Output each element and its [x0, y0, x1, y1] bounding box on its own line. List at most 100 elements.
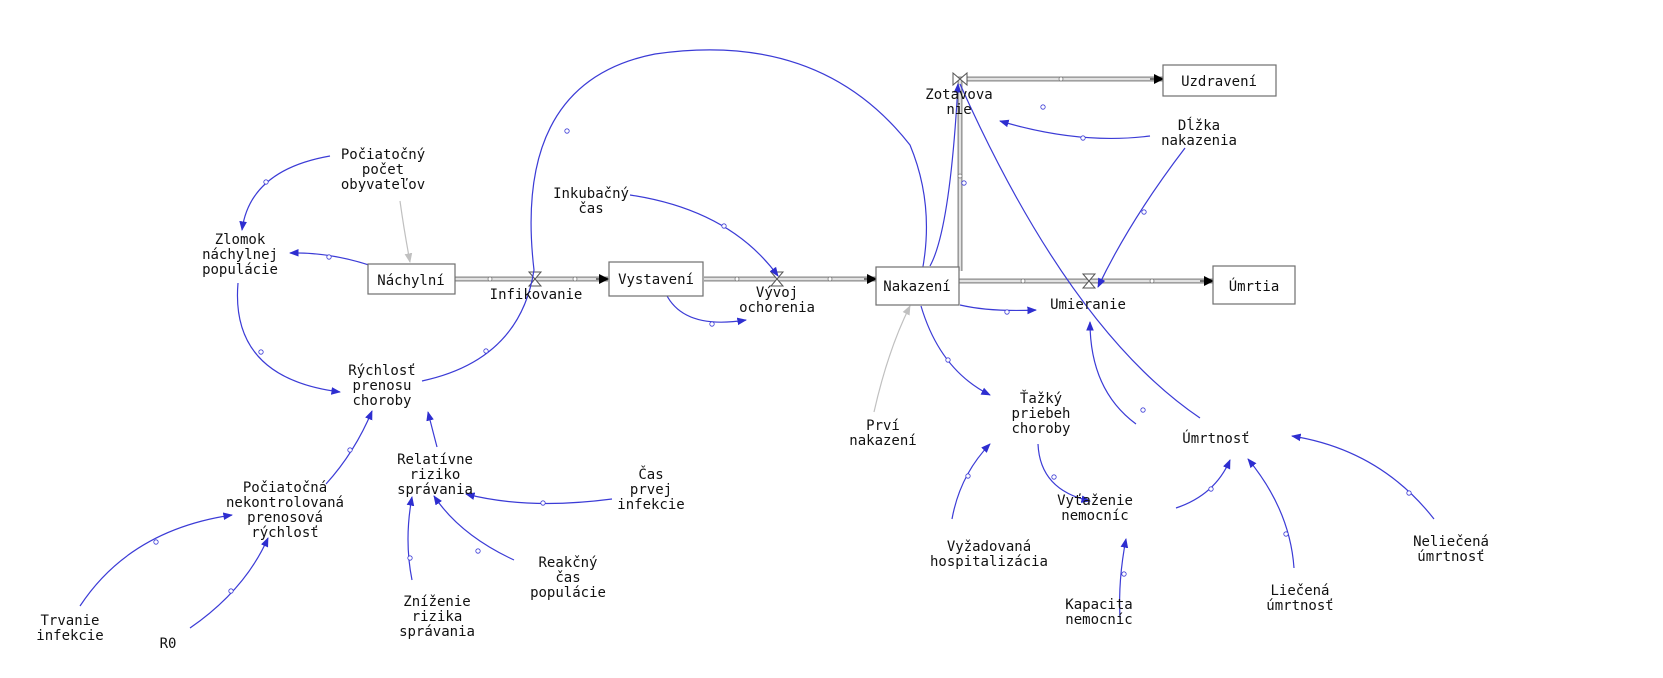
variable-reakcny-line-0: Reakčný	[538, 555, 597, 571]
variable-zlomok-line-0: Zlomok	[215, 232, 266, 248]
variable-umrtnost-line-0: Úmrtnosť	[1182, 429, 1249, 447]
stock-nachylni-box[interactable]	[367, 263, 456, 295]
variable-vyzadovana-line-1: hospitalizácia	[930, 554, 1048, 570]
stock-nakazeni-label[interactable]: Nakazení	[883, 279, 950, 295]
stock-vystaveni-label[interactable]: Vystavení	[618, 272, 694, 288]
variable-tazky-line-2: choroby	[1011, 421, 1070, 437]
variable-tazky-line-0: Ťažký	[1020, 389, 1062, 407]
variable-rychlost-line-2: choroby	[352, 393, 411, 409]
variable-tazky-line-1: priebeh	[1011, 406, 1070, 422]
variable-pocatocny-pocet-line-2: obyvateľov	[341, 177, 425, 193]
flow-vyvoj-line-1: ochorenia	[739, 300, 815, 316]
stock-uzdraveni-box[interactable]	[1162, 64, 1277, 97]
variable-cas-prvej-line-0: Čas	[638, 465, 663, 483]
link-handles	[153, 104, 1412, 594]
information-links	[79, 49, 1435, 629]
stock-uzdraveni-line-0: Uzdravení	[1181, 74, 1257, 90]
variable-pocatocna-nekontr-line-2: prenosová	[247, 510, 323, 526]
variable-pocatocny-pocet-line-0: Počiatočný	[341, 147, 425, 163]
variable-relativne-line-1: riziko	[410, 467, 461, 483]
flow-pipes	[428, 71, 1214, 289]
variable-trvanie-line-0: Trvanie	[40, 613, 99, 629]
labels: Náchylní Vystavení Nakazení UzdraveníÚmrtia…	[36, 74, 1489, 652]
variable-vytazenie-line-0: Vyťaženie	[1057, 493, 1133, 509]
variable-rychlost-line-0: Rýchlosť	[348, 363, 415, 379]
variable-prvi-nakazeni-line-1: nakazení	[849, 433, 916, 449]
variable-prvi-nakazeni-line-0: Prví	[866, 418, 900, 434]
variable-znizenie-line-0: Zníženie	[403, 594, 470, 610]
variable-znizenie-line-2: správania	[399, 624, 475, 640]
stock-nakazeni-line-0: Nakazení	[883, 279, 950, 295]
gray-links	[399, 200, 911, 413]
variable-kapacita-line-1: nemocníc	[1065, 612, 1132, 628]
variable-nelieccena-line-0: Neliečená	[1413, 534, 1489, 550]
variable-dlzka-line-1: nakazenia	[1161, 133, 1237, 149]
variable-vyzadovana-line-0: Vyžadovaná	[947, 539, 1031, 555]
flow-umieranie-label[interactable]: Umieranie	[1050, 297, 1126, 313]
variable-inkubacny-line-0: Inkubačný	[553, 186, 629, 202]
variable-trvanie-line-1: infekcie	[36, 628, 103, 644]
variable-znizenie-line-1: rizika	[412, 609, 463, 625]
variable-r0-line-0: R0	[160, 636, 177, 652]
flow-infikovanie-line-0: Infikovanie	[490, 287, 583, 303]
flow-zotavovanie-line-0: Zotavova	[925, 87, 992, 103]
stock-vystaveni-box[interactable]	[608, 261, 704, 297]
variable-pocatocna-nekontr-line-3: rýchlosť	[251, 525, 318, 541]
variable-reakcny-line-2: populácie	[530, 585, 606, 601]
stock-nachylni-line-0: Náchylní	[377, 273, 444, 289]
variable-liecena-line-1: úmrtnosť	[1266, 598, 1333, 614]
variable-pocatocna-nekontr-line-0: Počiatočná	[243, 480, 327, 496]
variable-pocatocna-nekontr-line-1: nekontrolovaná	[226, 495, 344, 511]
stocks	[367, 64, 1296, 306]
stock-nakazeni-box[interactable]	[875, 266, 960, 306]
variable-umrtnost-label[interactable]: Úmrtnosť	[1182, 429, 1249, 447]
variable-zlomok-line-2: populácie	[202, 262, 278, 278]
variable-relativne-line-0: Relatívne	[397, 452, 473, 468]
variable-dlzka-line-0: Dĺžka	[1178, 116, 1220, 134]
variable-cas-prvej-line-1: prvej	[630, 482, 672, 498]
flow-umieranie-line-0: Umieranie	[1050, 297, 1126, 313]
variable-relativne-line-2: správania	[397, 482, 473, 498]
stock-umrtia-label[interactable]: Úmrtia	[1229, 277, 1280, 295]
variable-rychlost-line-1: prenosu	[352, 378, 411, 394]
flow-pipe-zotavovanie	[957, 76, 1163, 271]
variable-r0-label[interactable]: R0	[160, 636, 177, 652]
flow-zotavovanie-line-1: nie	[946, 102, 971, 118]
valve-umieranie-icon	[1081, 273, 1097, 289]
flow-infikovanie-label[interactable]: Infikovanie	[490, 287, 583, 303]
stock-uzdraveni-label[interactable]: Uzdravení	[1181, 74, 1257, 90]
variable-vytazenie-line-1: nemocníc	[1061, 508, 1128, 524]
variable-pocatocny-pocet-line-1: počet	[362, 162, 404, 178]
stock-umrtia-line-0: Úmrtia	[1229, 277, 1280, 295]
valve-zotavovanie-icon	[952, 71, 968, 87]
stock-nachylni-label[interactable]: Náchylní	[377, 273, 444, 289]
stock-vystaveni-line-0: Vystavení	[618, 272, 694, 288]
stock-umrtia-box[interactable]	[1212, 265, 1296, 305]
flow-vyvoj-line-0: Vývoj	[756, 285, 798, 301]
variable-kapacita-line-0: Kapacita	[1065, 597, 1132, 613]
variable-reakcny-line-1: čas	[555, 570, 580, 586]
variable-liecena-line-0: Liečená	[1270, 583, 1329, 599]
variable-cas-prvej-line-2: infekcie	[617, 497, 684, 513]
